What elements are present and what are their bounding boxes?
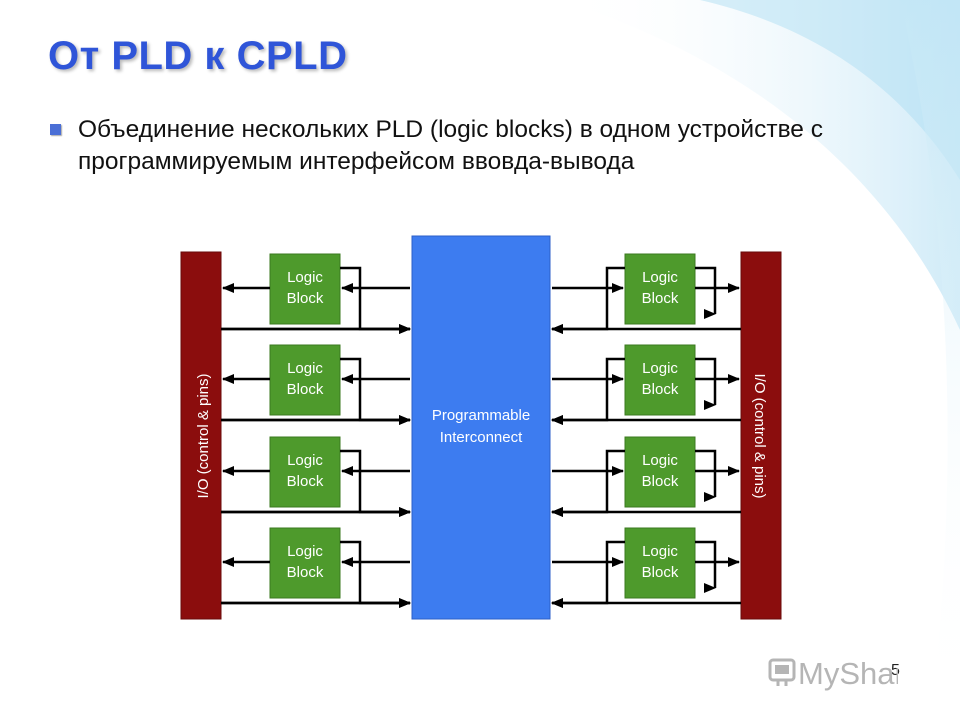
arrow-block-feedback-right bbox=[695, 357, 720, 406]
interconnect-label-line2: Interconnect bbox=[440, 429, 523, 446]
arrow-block-to-interconnect-right bbox=[551, 449, 625, 517]
arrow-block-to-interconnect-right bbox=[551, 266, 625, 334]
arrow-block-to-interconnect-left bbox=[340, 357, 411, 425]
bullet-text: Объединение нескольких PLD (logic blocks… bbox=[78, 116, 823, 175]
logic-block-label: Block bbox=[287, 473, 324, 490]
logic-block-label: Logic bbox=[642, 269, 678, 286]
logic-block-label: Block bbox=[287, 290, 324, 307]
logic-block-right-2 bbox=[624, 344, 696, 416]
io-right-bar bbox=[740, 251, 782, 620]
logic-block-label: Block bbox=[642, 290, 679, 307]
logic-block-left-2 bbox=[269, 344, 341, 416]
logic-block-left-3 bbox=[269, 436, 341, 508]
watermark-icon bbox=[768, 658, 796, 682]
logic-block-right-3 bbox=[624, 436, 696, 508]
logic-block-label: Logic bbox=[642, 360, 678, 377]
logic-block-right-1 bbox=[624, 253, 696, 325]
arrow-block-to-interconnect-left bbox=[340, 449, 411, 517]
logic-block-label: Block bbox=[642, 473, 679, 490]
logic-block-right-4 bbox=[624, 527, 696, 599]
logic-block-label: Block bbox=[642, 381, 679, 398]
arrow-block-feedback-right bbox=[695, 266, 720, 315]
logic-block-label: Logic bbox=[287, 452, 323, 469]
io-left-bar bbox=[180, 251, 222, 620]
logic-block-label: Logic bbox=[642, 452, 678, 469]
bullet-marker bbox=[50, 124, 61, 135]
arrow-block-to-interconnect-right bbox=[551, 540, 625, 608]
arrow-block-feedback-right bbox=[695, 540, 720, 589]
logic-block-left-4 bbox=[269, 527, 341, 599]
page-number: 5 bbox=[891, 662, 900, 679]
arrow-block-to-interconnect-right bbox=[551, 357, 625, 425]
watermark-logo: MyShared bbox=[768, 656, 898, 691]
logic-block-left-1 bbox=[269, 253, 341, 325]
logic-block-label: Block bbox=[287, 564, 324, 581]
logic-block-label: Block bbox=[287, 381, 324, 398]
arrow-block-to-interconnect-left bbox=[340, 266, 411, 334]
watermark-text: MyShared bbox=[798, 656, 898, 691]
arrow-block-to-interconnect-left bbox=[340, 540, 411, 608]
arrow-block-feedback-right bbox=[695, 449, 720, 498]
interconnect-label-line1: Programmable bbox=[432, 407, 530, 424]
io-right-label: I/O (control & pins) bbox=[751, 373, 768, 498]
logic-block-label: Logic bbox=[287, 360, 323, 377]
logic-block-label: Logic bbox=[287, 543, 323, 560]
io-left-label: I/O (control & pins) bbox=[195, 373, 212, 498]
slide-title: От PLD к CPLD bbox=[48, 34, 348, 78]
logic-block-label: Logic bbox=[287, 269, 323, 286]
logic-block-label: Logic bbox=[642, 543, 678, 560]
programmable-interconnect bbox=[411, 235, 551, 620]
logic-block-label: Block bbox=[642, 564, 679, 581]
